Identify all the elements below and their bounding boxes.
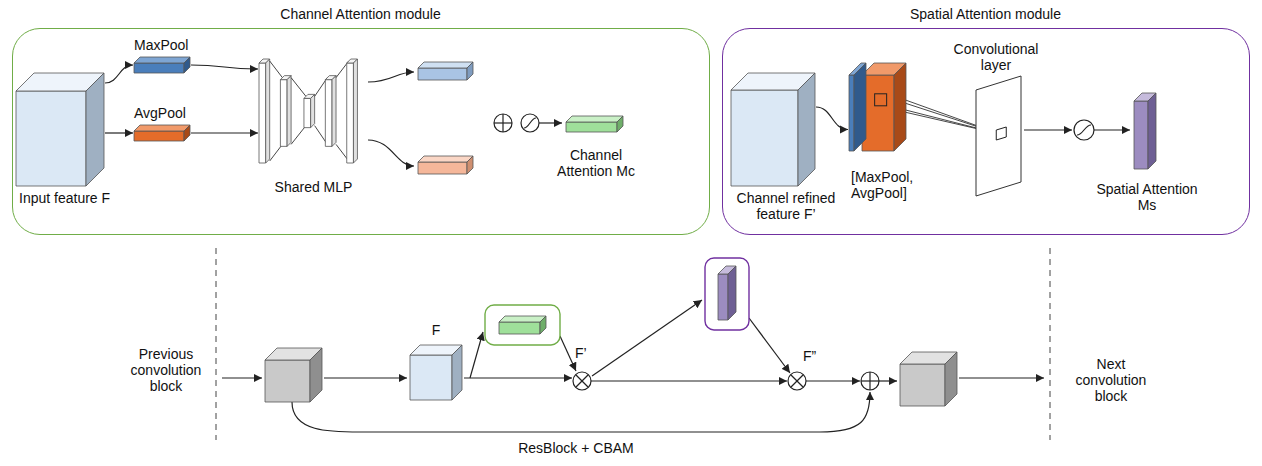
- section-dividers: [216, 248, 1050, 440]
- flow-arrow: [191, 132, 258, 133]
- shared-mlp-shape: [259, 59, 366, 163]
- attention-bar: Channel Attention Mc: [566, 116, 623, 132]
- feature-cube: Input feature F: [16, 73, 104, 186]
- sigmoid-symbol: [521, 114, 562, 132]
- pool-bar: MaxPool: [134, 57, 190, 73]
- feature-cube-shape: [410, 345, 462, 400]
- sigmoid-symbol: [1024, 120, 1130, 140]
- node-label: Channel refined feature F’: [725, 190, 847, 222]
- node-label: AvgPool: [134, 105, 224, 121]
- section-label: Previous convolution block: [118, 346, 214, 394]
- flow-arrow: [105, 132, 133, 133]
- feature-cube: Channel refined feature F’: [731, 73, 815, 186]
- pool-bar: AvgPool: [134, 125, 190, 141]
- node-label: MaxPool: [134, 37, 224, 53]
- block-label: ResBlock + CBAM: [470, 440, 682, 456]
- module-frame: Spatial Attention moduleChannel refined …: [722, 28, 1250, 235]
- feature-cube-shape: [16, 73, 104, 186]
- flow-arrow: [191, 65, 258, 69]
- flow-arrows: [222, 300, 1044, 432]
- feature-label: F’: [574, 345, 594, 361]
- node-label: F: [410, 322, 462, 338]
- node-label: Spatial Attention Ms: [1095, 181, 1199, 213]
- shared-mlp: Shared MLP: [259, 59, 366, 163]
- sum-symbol: [861, 372, 879, 390]
- flow-arrow: [816, 107, 848, 130]
- mlp-output-bars: [418, 62, 473, 174]
- conv-block-cube: [265, 348, 957, 406]
- pooled-maps: [MaxPool, AvgPool]: [849, 63, 906, 151]
- flow-arrow: [105, 65, 133, 83]
- feature-cube: F: [410, 345, 462, 400]
- pooled-maps-shape: [849, 63, 906, 151]
- node-label: Convolutional layer: [941, 41, 1051, 73]
- channel-attention-block: [485, 305, 560, 345]
- node-label: [MaxPool, AvgPool]: [851, 169, 943, 201]
- attention-map-shape: [1134, 93, 1156, 169]
- mlp-output-arrows: [368, 72, 414, 166]
- conv-layer-shape: [976, 76, 1021, 196]
- attention-map: Spatial Attention Ms: [1134, 93, 1156, 169]
- attention-bar-shape: [566, 116, 623, 132]
- pool-bar-shape: [134, 125, 190, 141]
- module-title: Spatial Attention module: [722, 6, 1250, 22]
- feature-cube-shape: [731, 73, 815, 186]
- module-title: Channel Attention module: [12, 6, 710, 22]
- pool-bar-shape: [134, 57, 190, 73]
- node-label: Channel Attention Mc: [544, 147, 648, 179]
- feature-label: F”: [802, 348, 824, 364]
- node-label: Input feature F: [19, 190, 159, 206]
- sum-symbol: [494, 114, 512, 132]
- node-label: Shared MLP: [251, 179, 376, 195]
- spatial-attention-block: [705, 258, 749, 330]
- conv-layer: Convolutional layer: [976, 76, 1021, 196]
- module-frame: Channel Attention moduleInput feature FM…: [12, 28, 710, 235]
- section-label: Next convolution block: [1060, 356, 1162, 404]
- multiply-symbol: [573, 372, 806, 390]
